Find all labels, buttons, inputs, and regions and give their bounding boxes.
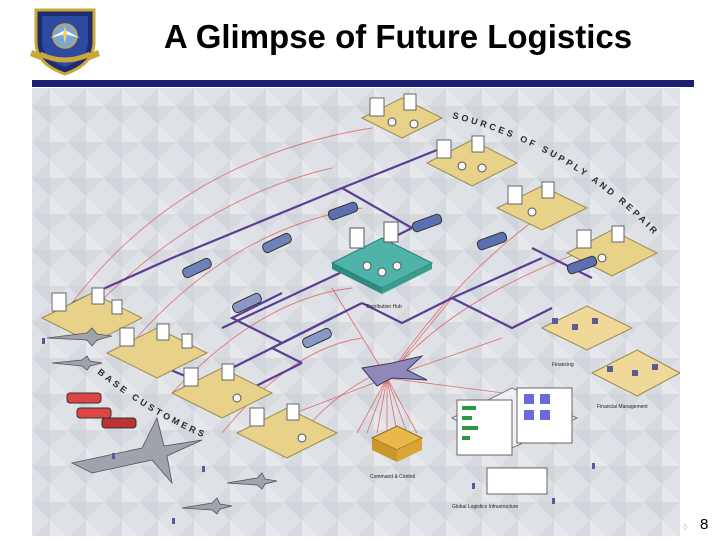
base-warehouse-1: [40, 287, 144, 344]
title-underline-rule: [32, 80, 694, 87]
aircraft-icons: [46, 327, 278, 515]
financing-caption: Financing: [552, 362, 574, 368]
command-emblem: [28, 4, 102, 78]
supply-warehouse-3: [495, 181, 589, 231]
slide-title: A Glimpse of Future Logistics: [163, 18, 633, 55]
truck-icons: [182, 201, 598, 349]
command-control-caption: Command & Control: [370, 474, 415, 480]
supply-warehouse-1: [360, 93, 444, 139]
command-control-node: [370, 425, 424, 462]
people-figures: [42, 338, 595, 524]
isometric-logistics-network-illustration: SOURCES OF SUPPLY AND REPAIR Distributio…: [32, 88, 680, 536]
financial-management-caption: Financial Management: [597, 404, 648, 410]
base-warehouse-2: [105, 323, 209, 379]
base-warehouse-3: [170, 363, 274, 419]
financing-room: [540, 305, 634, 351]
page-number: 8: [700, 516, 709, 533]
infrastructure-display: [450, 387, 579, 495]
fuel-truck-icons: [66, 392, 137, 429]
logistics-illustration: SOURCES OF SUPPLY AND REPAIR Distributio…: [32, 88, 680, 536]
base-warehouse-4: [235, 403, 339, 459]
shield-crest-icon: [30, 8, 100, 76]
financial-management-room: [590, 349, 680, 397]
infrastructure-caption: Global Logistics Infrastructure: [452, 504, 518, 510]
central-aircraft-icon: [361, 355, 428, 387]
footer-mark-icon: ◊: [683, 522, 688, 532]
distribution-hub: [330, 221, 434, 294]
supply-warehouse-2: [425, 135, 519, 187]
hub-caption: Distribution Hub: [366, 304, 402, 310]
